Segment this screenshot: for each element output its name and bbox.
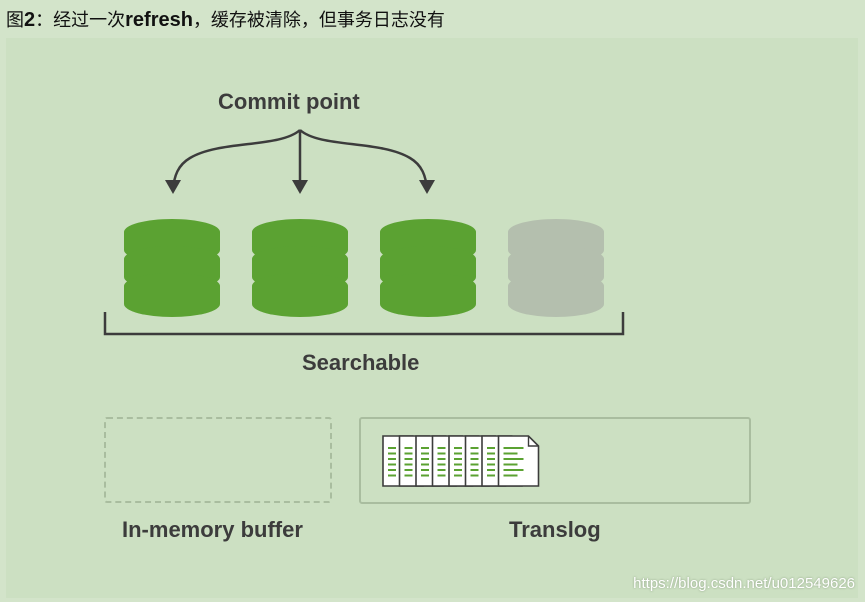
- caption-text-before: ：经过一次: [35, 10, 126, 31]
- watermark: https://blog.csdn.net/u012549626: [633, 575, 855, 592]
- translog-documents: [382, 435, 540, 487]
- segment-2-committed: [252, 219, 348, 317]
- caption-number: 2: [24, 9, 36, 31]
- arrow-head-2: [292, 180, 308, 194]
- arrow-head-3: [419, 180, 435, 194]
- translog-document-8: [497, 435, 540, 487]
- in-memory-buffer-box: [104, 417, 332, 503]
- commit-point-arrows: [165, 129, 435, 194]
- segment-3-committed: [380, 219, 476, 317]
- searchable-bracket: [103, 312, 625, 336]
- arrow-head-1: [165, 180, 181, 194]
- searchable-label: Searchable: [302, 350, 420, 375]
- translog-label: Translog: [509, 517, 601, 542]
- caption-text-after: ，缓存被清除，但事务日志没有: [192, 10, 445, 31]
- arrow-to-segment-1: [171, 129, 301, 191]
- commit-point-label: Commit point: [218, 89, 360, 114]
- in-memory-buffer-label: In-memory buffer: [122, 517, 303, 542]
- diagram-panel: [6, 38, 858, 598]
- translog-box: [359, 417, 751, 504]
- figure-caption: 图2：经过一次refresh，缓存被清除，但事务日志没有: [6, 6, 445, 32]
- arrow-to-segment-3: [299, 129, 429, 191]
- segments-group: [124, 219, 604, 317]
- caption-keyword: refresh: [125, 9, 193, 31]
- segment-4-uncommitted: [508, 219, 604, 317]
- segment-1-committed: [124, 219, 220, 317]
- caption-prefix: 图: [6, 10, 24, 31]
